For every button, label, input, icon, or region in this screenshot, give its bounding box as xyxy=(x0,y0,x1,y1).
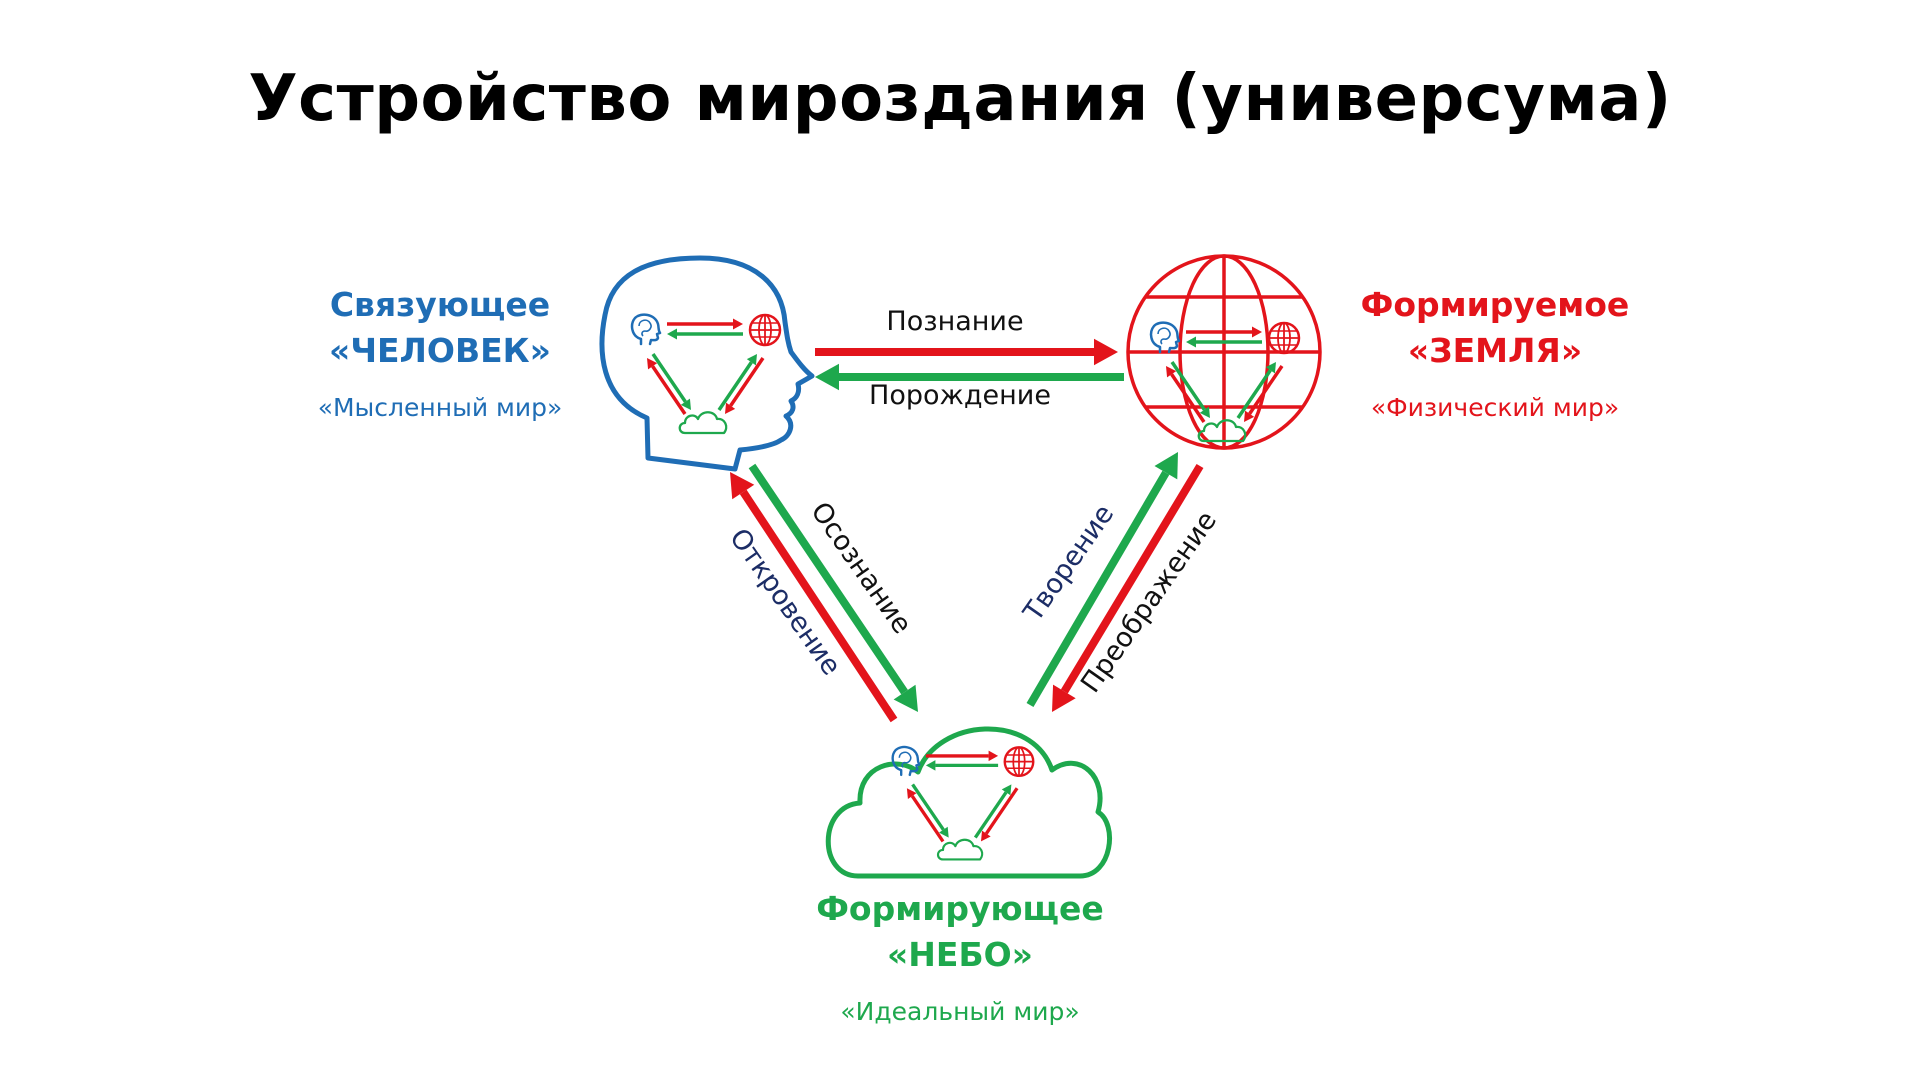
human-node-label: Связующее «ЧЕЛОВЕК» «Мысленный мир» xyxy=(290,282,590,425)
mini-arrow xyxy=(1186,326,1262,338)
mini-arrow xyxy=(925,750,999,762)
mini-arrow xyxy=(1170,361,1210,418)
edge-label-creation: Творение xyxy=(1017,499,1120,628)
cloud-icon xyxy=(825,726,1113,879)
mini-arrow xyxy=(667,318,743,330)
heaven-title-line1: Формирующее xyxy=(816,889,1104,928)
arrow-revelation xyxy=(730,472,898,723)
edge-label-generation: Порождение xyxy=(869,380,1051,411)
heaven-node-label: Формирующее «НЕБО» «Идеальный мир» xyxy=(790,886,1130,1029)
arrow-generation xyxy=(815,363,1124,391)
mini-globe-icon xyxy=(748,313,782,347)
mini-arrow xyxy=(667,328,743,340)
human-head-icon xyxy=(599,255,815,472)
heaven-mini-triangle xyxy=(891,745,1035,861)
mini-arrow xyxy=(911,783,949,838)
arrow-creation xyxy=(1026,452,1178,708)
mini-head-icon xyxy=(630,313,662,346)
edge-label-cognition: Познание xyxy=(886,306,1023,337)
earth-title-line2: «ЗЕМЛЯ» xyxy=(1407,331,1583,371)
mini-head-icon xyxy=(891,745,921,777)
earth-mini-triangle xyxy=(1149,321,1301,443)
mini-arrow xyxy=(1236,362,1276,419)
human-subtitle: «Мысленный мир» xyxy=(317,393,563,423)
human-title-line2: «ЧЕЛОВЕК» xyxy=(329,331,551,371)
main-arrows xyxy=(730,338,1204,723)
mini-arrow xyxy=(981,787,1019,842)
heaven-subtitle: «Идеальный мир» xyxy=(840,997,1080,1027)
earth-title-line1: Формируемое xyxy=(1360,285,1630,324)
mini-arrow xyxy=(906,788,945,843)
mini-globe-icon xyxy=(1003,746,1035,778)
mini-arrow xyxy=(651,353,691,410)
arrow-cognition xyxy=(815,338,1118,366)
mini-arrow xyxy=(1244,365,1284,422)
heaven-title-line2: «НЕБО» xyxy=(886,935,1033,975)
arrow-awareness xyxy=(748,463,918,712)
mini-arrow xyxy=(1166,366,1206,423)
mini-arrow xyxy=(647,358,687,415)
mini-head-icon xyxy=(1149,321,1181,354)
earth-subtitle: «Физический мир» xyxy=(1370,393,1620,423)
mini-cloud-icon xyxy=(936,838,984,861)
globe-icon xyxy=(1126,254,1322,450)
mini-globe-icon xyxy=(1267,321,1301,355)
arrow-transformation xyxy=(1052,463,1204,712)
earth-node-label: Формируемое «ЗЕМЛЯ» «Физический мир» xyxy=(1330,282,1660,425)
mini-cloud-icon xyxy=(678,411,728,435)
mini-arrow xyxy=(973,784,1012,839)
human-title-line1: Связующее xyxy=(329,285,551,324)
page-title: Устройство мироздания (универсума) xyxy=(248,62,1672,136)
mini-arrow xyxy=(1186,336,1262,348)
mini-arrow xyxy=(725,357,765,414)
mini-arrow xyxy=(717,354,757,411)
human-mini-triangle xyxy=(630,313,782,435)
mini-arrow xyxy=(925,760,999,771)
